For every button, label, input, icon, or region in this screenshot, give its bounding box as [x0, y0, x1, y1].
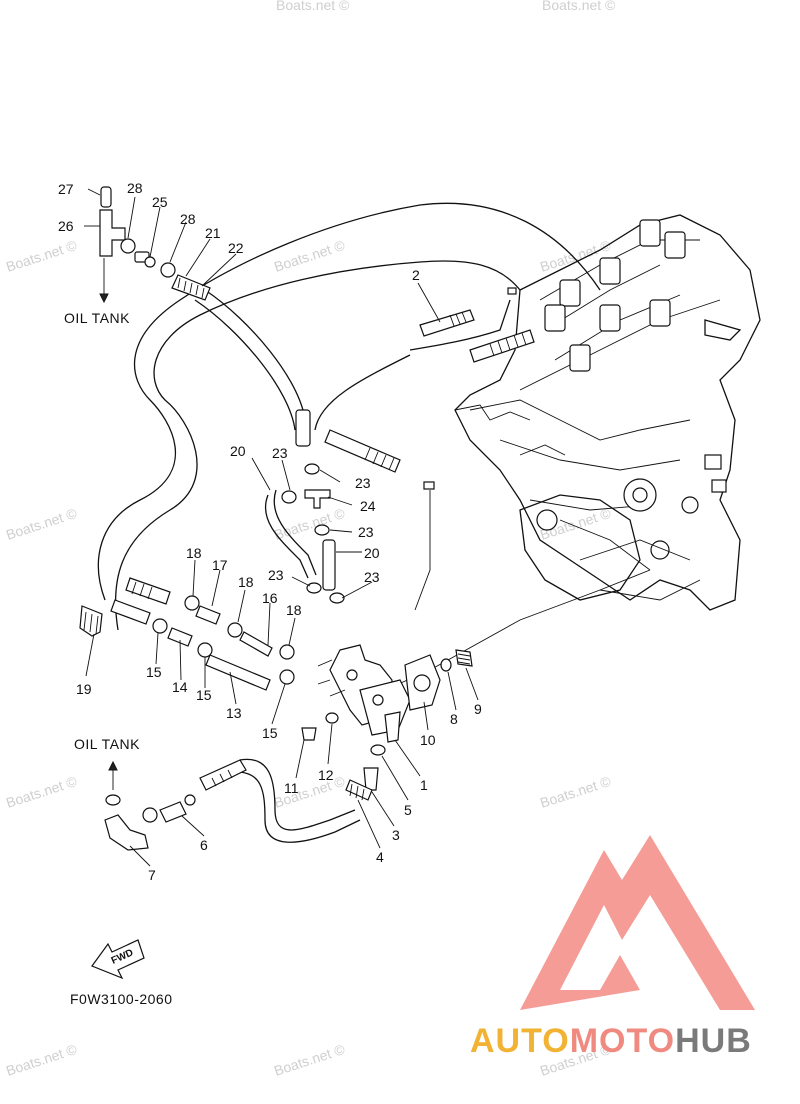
callout-20: 20 — [230, 443, 246, 459]
engine-block-illustration — [454, 214, 761, 611]
callout-numbers: 27 26 28 25 28 21 22 2 20 23 23 24 23 20… — [58, 180, 482, 883]
watermark: Boats.net © — [4, 237, 79, 275]
automotohub-logo: AUTOMOTOHUB — [470, 835, 755, 1060]
callout-25: 25 — [152, 194, 168, 210]
callout-26: 26 — [58, 218, 74, 234]
parts — [79, 186, 535, 851]
callout-12: 12 — [318, 767, 334, 783]
watermark: Boats.net © — [542, 0, 616, 13]
callout-1: 1 — [420, 777, 428, 793]
watermark: Boats.net © — [272, 237, 347, 275]
callout-23: 23 — [364, 569, 380, 585]
logo-mark-icon — [520, 835, 755, 1010]
callout-16: 16 — [262, 590, 278, 606]
watermark: Boats.net © — [538, 773, 613, 811]
callout-11: 11 — [284, 780, 299, 796]
oil-tank-label-top: OIL TANK — [64, 310, 130, 326]
callout-4: 4 — [376, 849, 384, 865]
callout-22: 22 — [228, 240, 244, 256]
callout-17: 17 — [212, 557, 228, 573]
brand-auto: AUTO — [470, 1022, 570, 1060]
watermark: Boats.net © — [276, 0, 350, 13]
callout-19: 19 — [76, 681, 92, 697]
watermark: Boats.net © — [272, 1041, 347, 1079]
callout-7: 7 — [148, 867, 156, 883]
callout-2: 2 — [412, 267, 420, 283]
callout-20: 20 — [364, 545, 380, 561]
watermark: Boats.net © — [4, 505, 79, 543]
figure-code: F0W3100-2060 — [70, 991, 173, 1007]
callout-15: 15 — [196, 687, 212, 703]
brand-moto: MOTO — [570, 1022, 675, 1060]
svg-text:AUTOMOTOHUB: AUTOMOTOHUB — [470, 1022, 752, 1060]
callout-10: 10 — [420, 732, 436, 748]
watermark: Boats.net © — [4, 1041, 79, 1079]
callout-14: 14 — [172, 679, 188, 695]
callout-28: 28 — [180, 211, 196, 227]
callout-13: 13 — [226, 705, 242, 721]
callout-5: 5 — [404, 802, 412, 818]
callout-15: 15 — [262, 725, 278, 741]
callout-8: 8 — [450, 711, 458, 727]
callout-23: 23 — [272, 445, 288, 461]
callout-27: 27 — [58, 181, 74, 197]
callout-18: 18 — [286, 602, 302, 618]
leader-lines — [84, 188, 479, 867]
brand-hub: HUB — [675, 1022, 752, 1060]
watermark: Boats.net © — [4, 773, 79, 811]
callout-15: 15 — [146, 664, 162, 680]
callout-21: 21 — [205, 225, 221, 241]
callout-6: 6 — [200, 837, 208, 853]
callout-24: 24 — [360, 498, 376, 514]
oil-tank-label-bottom: OIL TANK — [74, 736, 140, 752]
fwd-arrow-icon: FWD — [91, 939, 145, 980]
callout-28: 28 — [127, 180, 143, 196]
callout-23: 23 — [355, 475, 371, 491]
callout-18: 18 — [186, 545, 202, 561]
callout-9: 9 — [474, 701, 482, 717]
callout-18: 18 — [238, 574, 254, 590]
callout-3: 3 — [392, 827, 400, 843]
callout-23: 23 — [358, 524, 374, 540]
callout-23: 23 — [268, 567, 284, 583]
watermark: Boats.net © — [272, 505, 347, 543]
